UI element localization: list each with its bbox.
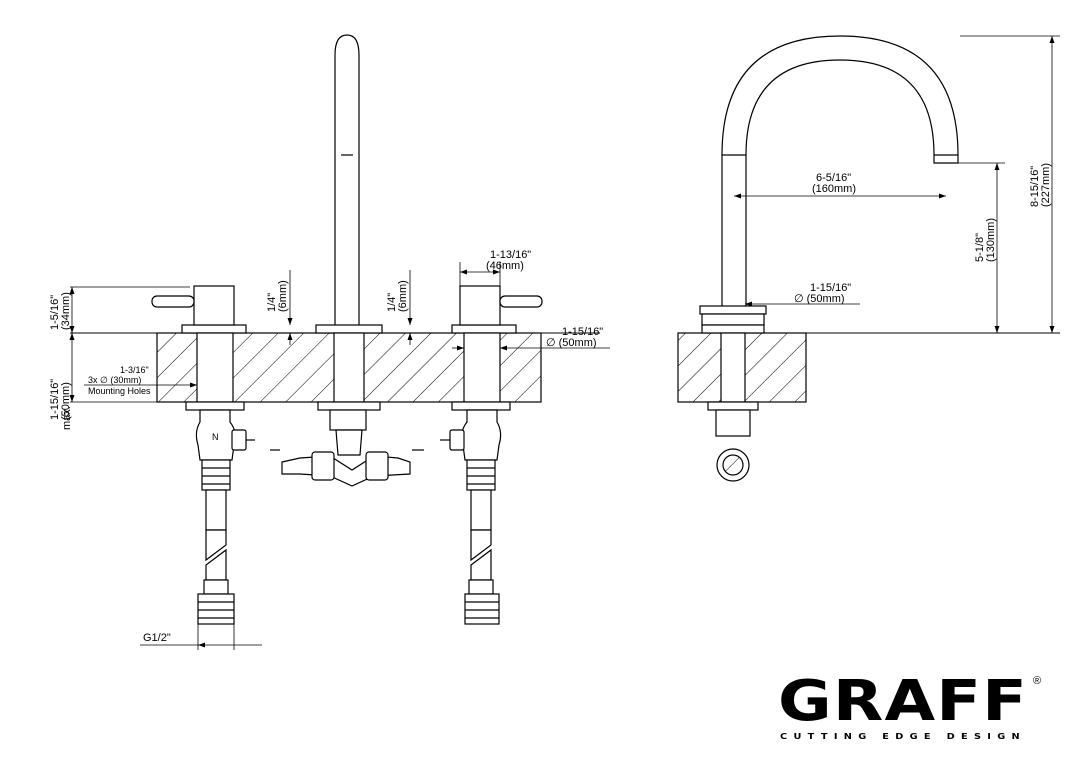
reach-imperial: 6-5/16"	[816, 172, 851, 184]
flange-left-metric: (6mm)	[277, 280, 289, 312]
handle-width-metric: (46mm)	[486, 260, 524, 272]
flange-right-imperial: 1/4"	[386, 293, 398, 312]
spout-height-imperial: 5-1/8"	[974, 233, 986, 262]
svg-text:N: N	[212, 432, 219, 442]
mounting-holes-count: 3x ∅ (30mm)	[88, 375, 141, 385]
base-diameter-metric: ∅ (50mm)	[546, 337, 597, 349]
front-view: N	[69, 34, 610, 650]
flange-right-metric: (6mm)	[397, 280, 409, 312]
mounting-holes-label: Mounting Holes	[88, 386, 151, 396]
center-spout	[270, 34, 424, 487]
side-labels: 6-5/16" (160mm) 5-1/8" (130mm) 8-15/16" …	[794, 163, 1052, 305]
side-base-diameter-metric: ∅ (50mm)	[794, 293, 845, 305]
handle-height-metric: (34mm)	[60, 292, 72, 330]
base-diameter-imperial: 1-15/16"	[562, 326, 603, 338]
total-height-imperial: 8-15/16"	[1029, 166, 1041, 207]
brand-name: GRAFF	[778, 669, 1028, 734]
mounting-holes-size: 1-3/16"	[120, 365, 149, 375]
spout-height-metric: (130mm)	[985, 218, 997, 262]
right-handle-valve	[440, 285, 543, 625]
brand-logo: GRAFF ® CUTTING EDGE DESIGN	[778, 669, 1041, 741]
deck-max-imperial: 1-15/16"	[49, 379, 61, 420]
handle-height-imperial: 1-5/16"	[49, 295, 61, 330]
total-height-metric: (227mm)	[1040, 163, 1052, 207]
flange-left-imperial: 1/4"	[266, 293, 278, 312]
reach-metric: (160mm)	[812, 183, 856, 195]
side-gooseneck	[721, 35, 959, 325]
registered-mark: ®	[1033, 675, 1041, 687]
handle-width-imperial: 1-13/16"	[490, 249, 531, 261]
left-handle-valve: N	[151, 285, 255, 625]
front-labels: 1-5/16" (34mm) 1-15/16" (50mm) max. 1-3/…	[49, 249, 603, 644]
connection-size: G1/2"	[143, 632, 171, 644]
deck-max-metric: (50mm)	[60, 382, 72, 420]
deck-max-prefix: max.	[61, 406, 73, 430]
side-base-diameter-imperial: 1-15/16"	[810, 282, 851, 294]
side-view	[677, 35, 1060, 482]
brand-tagline: CUTTING EDGE DESIGN	[780, 732, 1026, 741]
